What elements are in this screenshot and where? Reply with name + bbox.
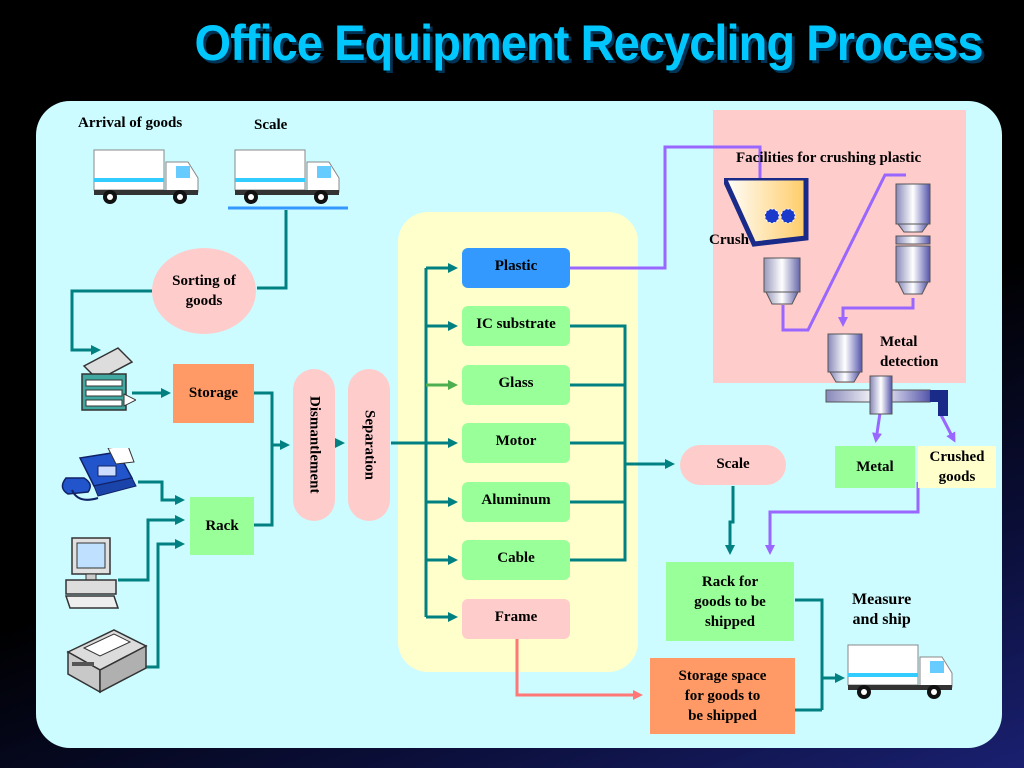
- material-plastic: Plastic: [462, 248, 570, 288]
- measure-and-ship-label: Measure and ship: [852, 591, 912, 628]
- scale-top-label: Scale: [254, 117, 288, 133]
- metal-detection-label: Metal detection: [880, 334, 939, 370]
- rack-node: Rack: [190, 497, 254, 555]
- storage-node: Storage: [173, 364, 254, 423]
- copier-icon: [81, 347, 136, 411]
- fax-machine-icon: [61, 448, 137, 501]
- facilities-crushing-plastic-label: Facilities for crushing plastic: [736, 150, 922, 166]
- truck-icon: [93, 149, 199, 204]
- dismantlement-node: Dismantlement: [293, 369, 335, 521]
- silo-icon: [895, 183, 931, 295]
- storage-space-for-goods-to-be-shipped-node: Storage space for goods to be shipped: [650, 658, 795, 734]
- material-frame: Frame: [462, 599, 570, 639]
- crush-label: Crush: [709, 232, 750, 248]
- crusher-icon: [724, 178, 809, 305]
- metal-detector-icon: [825, 333, 948, 416]
- crushed-goods-node: Crushed goods: [918, 446, 996, 488]
- rack-for-goods-to-be-shipped-node: Rack for goods to be shipped: [666, 562, 794, 641]
- material-cable: Cable: [462, 540, 570, 580]
- material-glass: Glass: [462, 365, 570, 405]
- separation-node: Separation: [348, 369, 390, 521]
- sorting-of-goods-node: Sorting of goods: [152, 248, 256, 334]
- computer-icon: [64, 537, 120, 609]
- page-title: Office Equipment Recycling Process: [194, 15, 983, 71]
- material-aluminum: Aluminum: [462, 482, 570, 522]
- arrival-of-goods-label: Arrival of goods: [78, 115, 183, 131]
- truck-on-scale-icon: [234, 149, 340, 204]
- metal-node: Metal: [835, 446, 915, 488]
- material-ic-substrate: IC substrate: [462, 306, 570, 346]
- shipping-truck-icon: [847, 644, 953, 699]
- material-motor: Motor: [462, 423, 570, 463]
- printer-icon: [66, 629, 148, 694]
- scale-node: Scale: [680, 445, 786, 485]
